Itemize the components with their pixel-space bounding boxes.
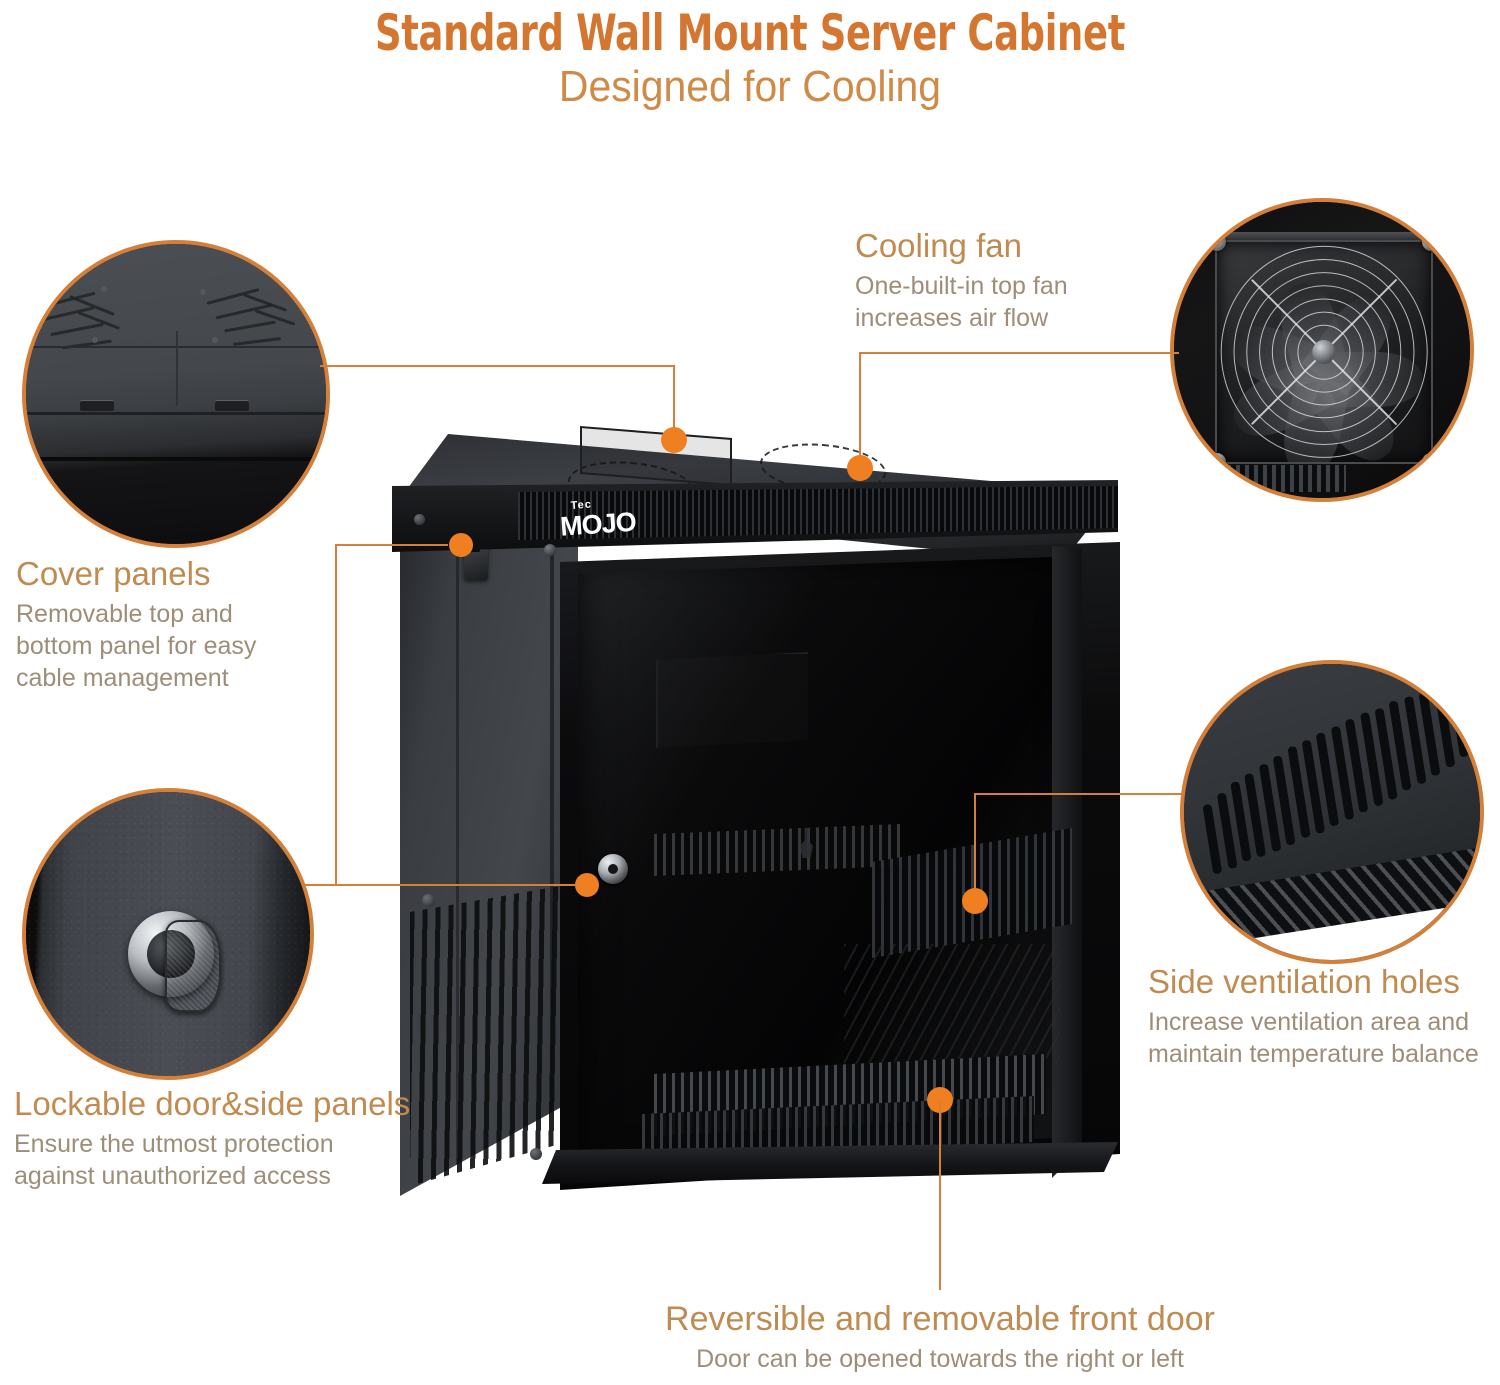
connector-lock-bottom [305,884,575,886]
callout-body-line: Door can be opened towards the right or … [696,1345,1184,1374]
callout-body-line: against unauthorized access [14,1161,331,1190]
callout-body: Removable top and bottom panel for easy … [16,598,316,694]
callout-body-line: Ensure the utmost protection [14,1129,334,1158]
callout-heading: Side ventilation holes [1148,963,1460,1000]
chassis-screw [422,894,435,907]
brand-logo: Tec MOJO [558,494,671,550]
callout-cover-panels: Cover panels Removable top and bottom pa… [16,555,316,694]
lock-detail-icon [22,788,314,1080]
page-title: Standard Wall Mount Server Cabinet [374,4,1126,62]
chassis-screw [530,1148,542,1160]
connector-side-vent-drop [974,793,976,900]
callout-body: One-built-in top fan increases air flow [855,270,1155,334]
callout-lockable-panels: Lockable door&side panels Ensure the utm… [14,1085,454,1192]
callout-body: Door can be opened towards the right or … [470,1343,1410,1375]
side-vent-detail-icon [1180,660,1484,964]
callout-body-line: One-built-in top fan [855,271,1068,300]
connector-cover-panels-drop [673,365,675,440]
chassis-screw [544,544,556,556]
callout-heading: Reversible and removable front door [665,1300,1215,1338]
interior-vent-upper [654,824,900,876]
connector-lock-trunk [335,544,337,885]
hotspot-side-panel-lock[interactable] [449,533,473,557]
chassis-screw [414,514,425,525]
product-image: Tec MOJO [392,424,1132,1214]
callout-heading: Cover panels [16,555,211,592]
callout-body: Ensure the utmost protection against una… [14,1128,454,1192]
page-subtitle: Designed for Cooling [558,62,942,111]
callout-body-line: increases air flow [855,303,1049,332]
callout-body-line: Increase ventilation area and [1148,1007,1470,1036]
connector-cooling-fan [859,352,1179,354]
callout-body-line: Removable top and [16,599,233,628]
cooling-fan-detail-icon [1170,198,1474,502]
callout-side-ventilation: Side ventilation holes Increase ventilat… [1148,963,1500,1070]
callout-heading: Cooling fan [855,227,1022,264]
interior-rail-diagonal [844,944,1060,1064]
connector-side-vent [974,793,1182,795]
connector-front-door [939,1100,941,1290]
hotspot-side-vent[interactable] [962,888,988,914]
callout-body-line: maintain temperature balance [1148,1039,1479,1068]
callout-cooling-fan: Cooling fan One-built-in top fan increas… [855,227,1155,334]
brand-logo-main: MOJO [559,506,637,542]
callout-body: Increase ventilation area and maintain t… [1148,1006,1500,1070]
callout-body-line: cable management [16,663,229,692]
hotspot-cover-panels[interactable] [661,427,687,453]
hotspot-door-lock[interactable] [575,873,599,897]
callout-heading: Lockable door&side panels [14,1085,411,1122]
connector-cooling-fan-drop [859,352,861,467]
connector-lock-top [335,544,448,546]
hotspot-cooling-fan[interactable] [847,455,873,481]
callout-front-door: Reversible and removable front door Door… [470,1300,1410,1375]
side-vent-slots [410,886,560,1186]
interior-shelf-plate [656,652,808,748]
connector-cover-panels [320,365,675,367]
callout-body-line: bottom panel for easy [16,631,257,660]
cover-panel-detail-icon [22,240,330,548]
door-lock-keyway [608,864,618,874]
